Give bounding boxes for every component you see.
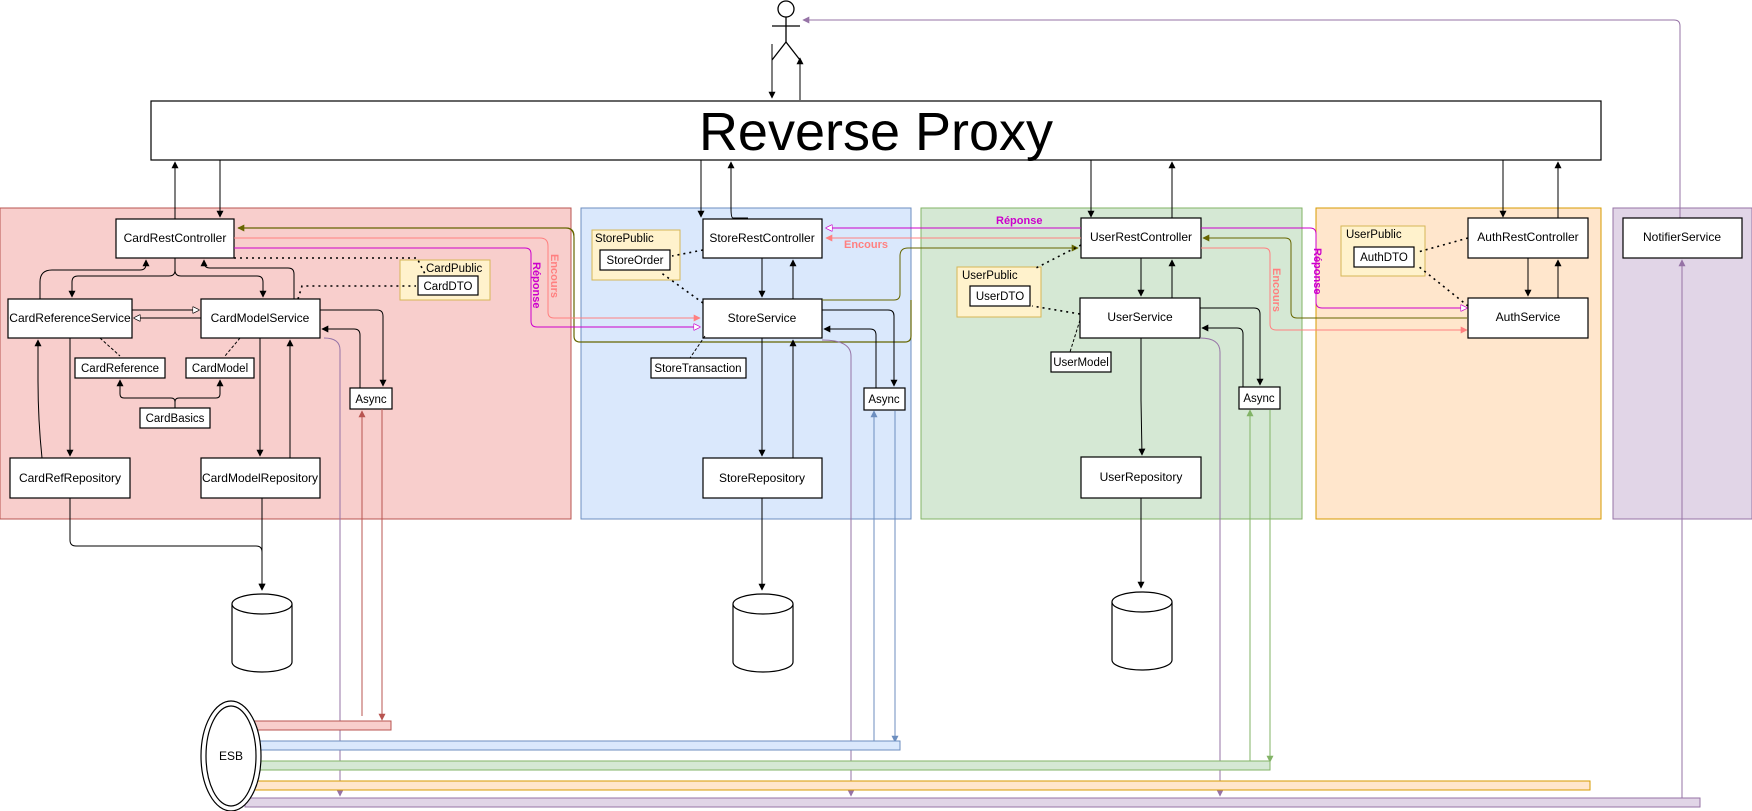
store-database-icon <box>732 593 794 673</box>
esb-channel-notifier <box>244 797 1701 808</box>
store-order-box <box>599 249 671 271</box>
card-dto-box <box>417 275 479 296</box>
card-ref-repository-label: CardRefRepository <box>19 471 121 485</box>
card-ref-repository <box>9 457 131 499</box>
esb-channel-card <box>244 720 392 731</box>
user-service-label: UserService <box>1107 310 1173 324</box>
store-repository-label: StoreRepository <box>719 471 805 485</box>
user-dto-box <box>969 285 1031 307</box>
store-transaction-label: StoreTransaction <box>654 363 741 375</box>
user-rest-controller-label: UserRestController <box>1090 230 1192 244</box>
user-rest-controller <box>1080 217 1202 259</box>
card-model-repository <box>200 457 321 499</box>
card-reponse-label: Réponse <box>530 262 542 308</box>
card-reference-service-label: CardReferenceService <box>9 311 131 325</box>
user-dto-label: UserDTO <box>976 291 1024 303</box>
card-async-box <box>349 387 393 410</box>
card-public-title: CardPublic <box>426 263 482 275</box>
auth-public-title: UserPublic <box>1346 229 1402 241</box>
esb-channel-auth <box>244 780 1591 791</box>
card-model-service <box>200 298 321 339</box>
auth-dto-label: AuthDTO <box>1360 252 1408 264</box>
card-async-label: Async <box>355 394 387 406</box>
store-async-box <box>863 387 906 411</box>
card-rest-controller <box>115 218 235 259</box>
user-database-icon <box>1111 591 1173 671</box>
user-repository <box>1080 456 1202 499</box>
store-transaction-box <box>650 357 747 379</box>
auth-service <box>1467 297 1589 339</box>
user-async-box <box>1238 386 1281 410</box>
card-database-icon <box>231 593 293 673</box>
store-encours-label: Encours <box>844 239 888 251</box>
user-service <box>1079 297 1201 339</box>
card-model-box <box>185 357 255 379</box>
user-repository-label: UserRepository <box>1100 470 1183 484</box>
store-service <box>702 298 823 339</box>
card-rest-controller-label: CardRestController <box>124 231 227 245</box>
auth-encours-label: Encours <box>1270 268 1282 312</box>
user-async-label: Async <box>1243 393 1275 405</box>
reverse-proxy-title: Reverse Proxy <box>699 102 1053 162</box>
store-order-label: StoreOrder <box>607 255 664 267</box>
store-async-label: Async <box>868 394 900 406</box>
esb-channel-user <box>244 760 1271 771</box>
reverse-proxy-box <box>150 100 1602 161</box>
card-reference-label: CardReference <box>81 363 159 375</box>
auth-dto-box <box>1353 246 1415 268</box>
card-model-service-label: CardModelService <box>211 311 310 325</box>
notifier-service <box>1622 217 1743 259</box>
user-actor-icon <box>771 0 801 61</box>
esb-node <box>200 700 262 811</box>
card-dto-label: CardDTO <box>424 281 473 293</box>
user-model-label: UserModel <box>1053 357 1109 369</box>
store-public-title: StorePublic <box>595 233 654 245</box>
esb-label: ESB <box>219 749 243 763</box>
store-repository <box>702 457 823 499</box>
auth-rest-controller-label: AuthRestController <box>1477 230 1578 244</box>
user-public-title: UserPublic <box>962 270 1018 282</box>
user-model-box <box>1050 351 1112 373</box>
store-service-label: StoreService <box>728 311 797 325</box>
notifier-service-label: NotifierService <box>1643 230 1721 244</box>
store-rest-controller <box>702 218 823 259</box>
card-encours-label: Encours <box>548 254 560 298</box>
card-model-label: CardModel <box>192 363 248 375</box>
auth-reponse-label: Réponse <box>1311 248 1323 294</box>
store-rest-controller-label: StoreRestController <box>709 231 814 245</box>
card-model-repository-label: CardModelRepository <box>202 471 318 485</box>
card-reference-box <box>74 357 166 379</box>
card-basics-label: CardBasics <box>146 413 205 425</box>
store-reponse-label: Réponse <box>996 215 1042 227</box>
auth-service-label: AuthService <box>1496 310 1561 324</box>
esb-channel-store <box>244 740 901 751</box>
